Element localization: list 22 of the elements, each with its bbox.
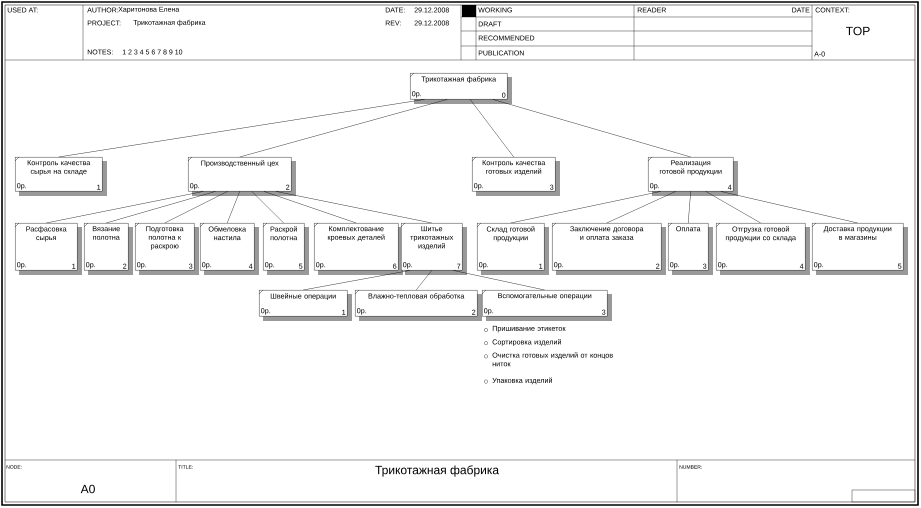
- label: A0: [80, 484, 95, 494]
- connector-line: [606, 191, 676, 224]
- connector-line: [276, 191, 432, 224]
- connector-line: [303, 270, 410, 290]
- connector-line: [164, 191, 228, 224]
- connector-line: [720, 191, 858, 224]
- connector-line: [264, 191, 356, 224]
- label: TOP: [846, 26, 870, 36]
- connector-line: [46, 191, 204, 224]
- connector-line: [416, 270, 432, 290]
- connector-line: [492, 99, 691, 158]
- connector-line: [470, 99, 514, 158]
- connector-line: [510, 191, 661, 224]
- connector-line: [106, 191, 216, 224]
- connector-line: [240, 99, 448, 158]
- connector-line: [705, 191, 761, 224]
- label: Трикотажная фабрика: [375, 465, 500, 477]
- connector-line: [688, 191, 691, 224]
- connector-line: [453, 270, 545, 290]
- connector-line: [252, 191, 284, 224]
- connector-line: [227, 191, 240, 224]
- connector-line: [58, 99, 425, 158]
